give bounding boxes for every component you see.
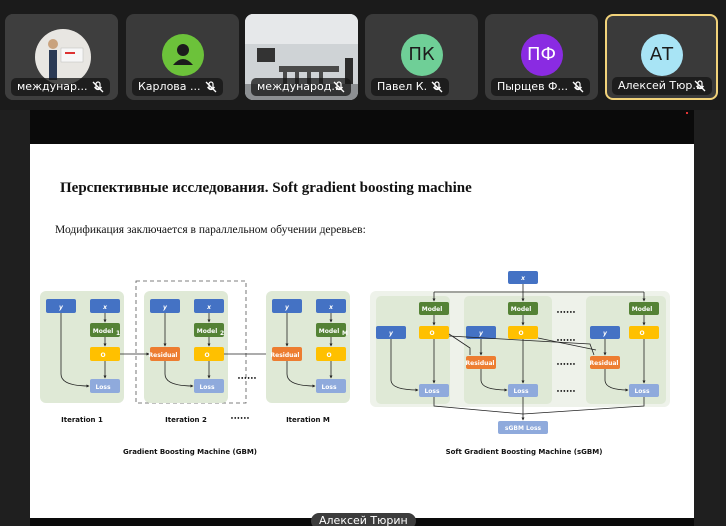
svg-text:Model: Model: [319, 328, 340, 335]
user-avatar: АТ: [640, 34, 683, 76]
svg-text:O: O: [326, 352, 331, 359]
participant-name: междунар...: [17, 80, 88, 93]
svg-text:Loss: Loss: [424, 388, 440, 395]
participant-tile-5[interactable]: ПФ Пырщев Ф...: [485, 14, 598, 100]
svg-text:y: y: [163, 304, 168, 311]
loss-label: Loss: [95, 384, 111, 391]
svg-text:••••••: ••••••: [556, 310, 575, 316]
svg-text:Residual: Residual: [466, 360, 495, 367]
mic-off-icon: [572, 81, 584, 93]
participant-tile-2[interactable]: Карлова ...: [126, 14, 239, 100]
residual-node: [150, 347, 180, 361]
svg-text:M: M: [342, 330, 348, 337]
svg-text:y: y: [603, 330, 608, 337]
gbm-diagram: y x Model 1 O Loss Iteration 1 y: [40, 271, 670, 456]
svg-text:O: O: [204, 352, 209, 359]
ellipsis: ••••••: [230, 416, 249, 422]
svg-text:••••••: ••••••: [556, 338, 575, 344]
recording-dot: [686, 112, 688, 114]
svg-text:O: O: [518, 330, 523, 337]
svg-text:sGBM Loss: sGBM Loss: [505, 425, 542, 432]
sgbm-x-node: [508, 271, 538, 284]
loss-node: [90, 379, 120, 393]
svg-text:Loss: Loss: [634, 388, 650, 395]
participant-name-badge: Павел К.: [371, 78, 450, 96]
svg-text:x: x: [520, 275, 526, 282]
svg-text:Loss: Loss: [513, 388, 529, 395]
svg-text:Model: Model: [422, 306, 443, 313]
participant-strip: междунар... Карлова ...: [0, 0, 726, 110]
y-label: y: [59, 304, 64, 311]
participant-name: международ...: [257, 80, 342, 93]
active-speaker-label: Алексей Тюрин: [311, 513, 416, 526]
mic-off-icon: [333, 81, 345, 93]
y-node: [46, 299, 76, 313]
svg-text:Residual: Residual: [590, 360, 619, 367]
participant-tile-1[interactable]: междунар...: [5, 14, 118, 100]
svg-text:x: x: [328, 304, 334, 311]
svg-text:x: x: [206, 304, 212, 311]
mic-off-icon: [694, 80, 706, 92]
model-label: Model: [93, 328, 114, 335]
svg-text:2: 2: [220, 330, 224, 337]
svg-text:Residual: Residual: [271, 352, 300, 359]
svg-text:y: y: [389, 330, 394, 337]
user-avatar: ПК: [400, 34, 443, 76]
o-label: O: [100, 352, 105, 359]
model-subscript: 1: [116, 330, 120, 337]
svg-text:O: O: [429, 330, 434, 337]
mic-off-icon: [205, 81, 216, 93]
svg-text:Model: Model: [511, 306, 532, 313]
sgbm-caption: Soft Gradient Boosting Machine (sGBM): [446, 448, 603, 456]
svg-text:••••••: ••••••: [556, 362, 575, 368]
participant-name-badge: международ...: [251, 78, 351, 96]
participant-name: Алексей Тюр...: [618, 79, 703, 92]
participant-name-badge: Пырщев Ф...: [491, 78, 591, 96]
shared-screen[interactable]: Перспективные исследования. Soft gradien…: [30, 110, 694, 526]
slide-title: Перспективные исследования. Soft gradien…: [60, 180, 472, 196]
svg-text:••••••: ••••••: [556, 389, 575, 395]
x-label: x: [102, 304, 108, 311]
iteration-m-label: Iteration M: [286, 416, 330, 424]
svg-text:Model: Model: [197, 328, 218, 335]
svg-text:Loss: Loss: [321, 384, 337, 391]
participant-tile-6-active-speaker[interactable]: АТ Алексей Тюр...: [605, 14, 718, 100]
svg-text:Model: Model: [632, 306, 653, 313]
iteration-2-label: Iteration 2: [165, 416, 207, 424]
residual-label: Residual: [149, 352, 178, 359]
mic-off-icon: [431, 81, 443, 93]
sgbm-loss-node: [498, 421, 548, 434]
user-avatar: ПФ: [520, 34, 563, 76]
participant-tile-4[interactable]: ПК Павел К.: [365, 14, 478, 100]
participant-name-badge: Алексей Тюр...: [612, 77, 712, 95]
svg-text:O: O: [639, 330, 644, 337]
model-node: [90, 323, 120, 337]
presentation-slide: Перспективные исследования. Soft gradien…: [30, 144, 694, 518]
participant-name-badge: междунар...: [11, 78, 110, 96]
svg-text:y: y: [479, 330, 484, 337]
iteration-1-label: Iteration 1: [61, 416, 103, 424]
gbm-caption: Gradient Boosting Machine (GBM): [123, 448, 257, 456]
participant-tile-3[interactable]: международ...: [245, 14, 358, 100]
participant-name: Павел К.: [377, 80, 428, 93]
user-avatar-icon: [161, 34, 204, 76]
participant-name: Пырщев Ф...: [497, 80, 569, 93]
participant-name-badge: Карлова ...: [132, 78, 223, 96]
slide-subtitle: Модификация заключается в параллельном о…: [55, 224, 366, 236]
svg-text:Loss: Loss: [199, 384, 215, 391]
mic-off-icon: [92, 81, 103, 93]
participant-name: Карлова ...: [138, 80, 201, 93]
svg-text:y: y: [285, 304, 290, 311]
ellipsis: ••••••: [237, 376, 256, 382]
o-node: [90, 347, 120, 361]
x-node: [90, 299, 120, 313]
